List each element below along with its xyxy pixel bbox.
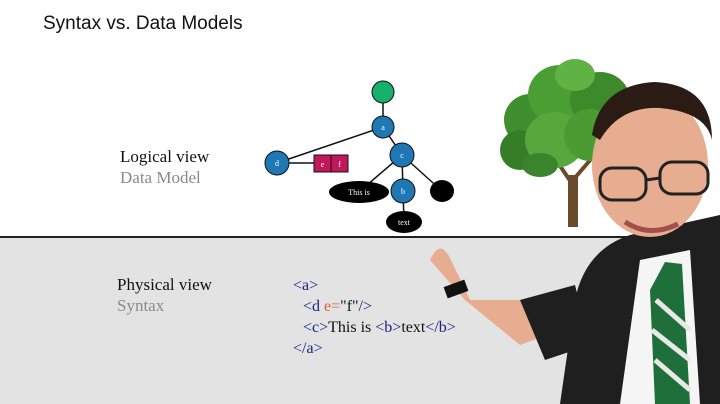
tree-node-c-label: c <box>400 151 404 160</box>
text-node-text <box>386 211 422 233</box>
code-tag-c-open: <c> <box>303 319 329 336</box>
tree-node-a-label: a <box>381 123 385 132</box>
tree-node-d-label: d <box>275 159 279 168</box>
tree-node-c <box>389 142 415 168</box>
xml-code-block: <a> <d e="f"/> <c>This is <b>text</b> </… <box>293 275 456 359</box>
code-line-4: </a> <box>293 338 456 359</box>
text-node-this-is-label: This is <box>348 188 370 197</box>
slide-title: Syntax vs. Data Models <box>43 13 243 34</box>
code-text-text: text <box>401 319 426 336</box>
code-text-this-is: This is <box>328 319 376 336</box>
text-node-this-is <box>329 181 389 203</box>
attribute-name-label: e <box>321 160 325 169</box>
text-node-text-label: text <box>398 218 411 227</box>
syntax-label: Syntax <box>117 296 165 315</box>
code-line-3: <c>This is <b>text</b> <box>293 317 456 338</box>
tree-node-b <box>390 178 416 204</box>
code-tag-d-open: <d <box>303 298 325 315</box>
code-tag-a-open: <a> <box>293 277 319 294</box>
code-line-2: <d e="f"/> <box>293 296 456 317</box>
physical-view-label: Physical view <box>117 275 212 294</box>
attribute-value-label: f <box>338 160 341 169</box>
tree-node-a <box>371 115 395 139</box>
code-line-1: <a> <box>293 275 456 296</box>
attribute-value-box <box>330 154 349 173</box>
code-tag-b-close: </b> <box>425 319 456 336</box>
code-tag-b-open: <b> <box>375 319 402 336</box>
section-divider <box>0 236 720 238</box>
text-node-empty <box>430 180 454 202</box>
data-model-label: Data Model <box>120 168 201 187</box>
presenter-video <box>430 82 720 404</box>
tree-node-b-label: b <box>401 187 405 196</box>
logical-view-label: Logical view <box>120 147 210 166</box>
code-attr-name: e= <box>324 298 341 315</box>
tree-node-d <box>264 150 290 176</box>
tree-root-node <box>371 80 395 104</box>
tree-edge <box>276 126 384 164</box>
code-tag-d-close: /> <box>358 298 373 315</box>
code-attr-value: "f" <box>340 298 359 315</box>
code-tag-a-close: </a> <box>293 340 323 357</box>
